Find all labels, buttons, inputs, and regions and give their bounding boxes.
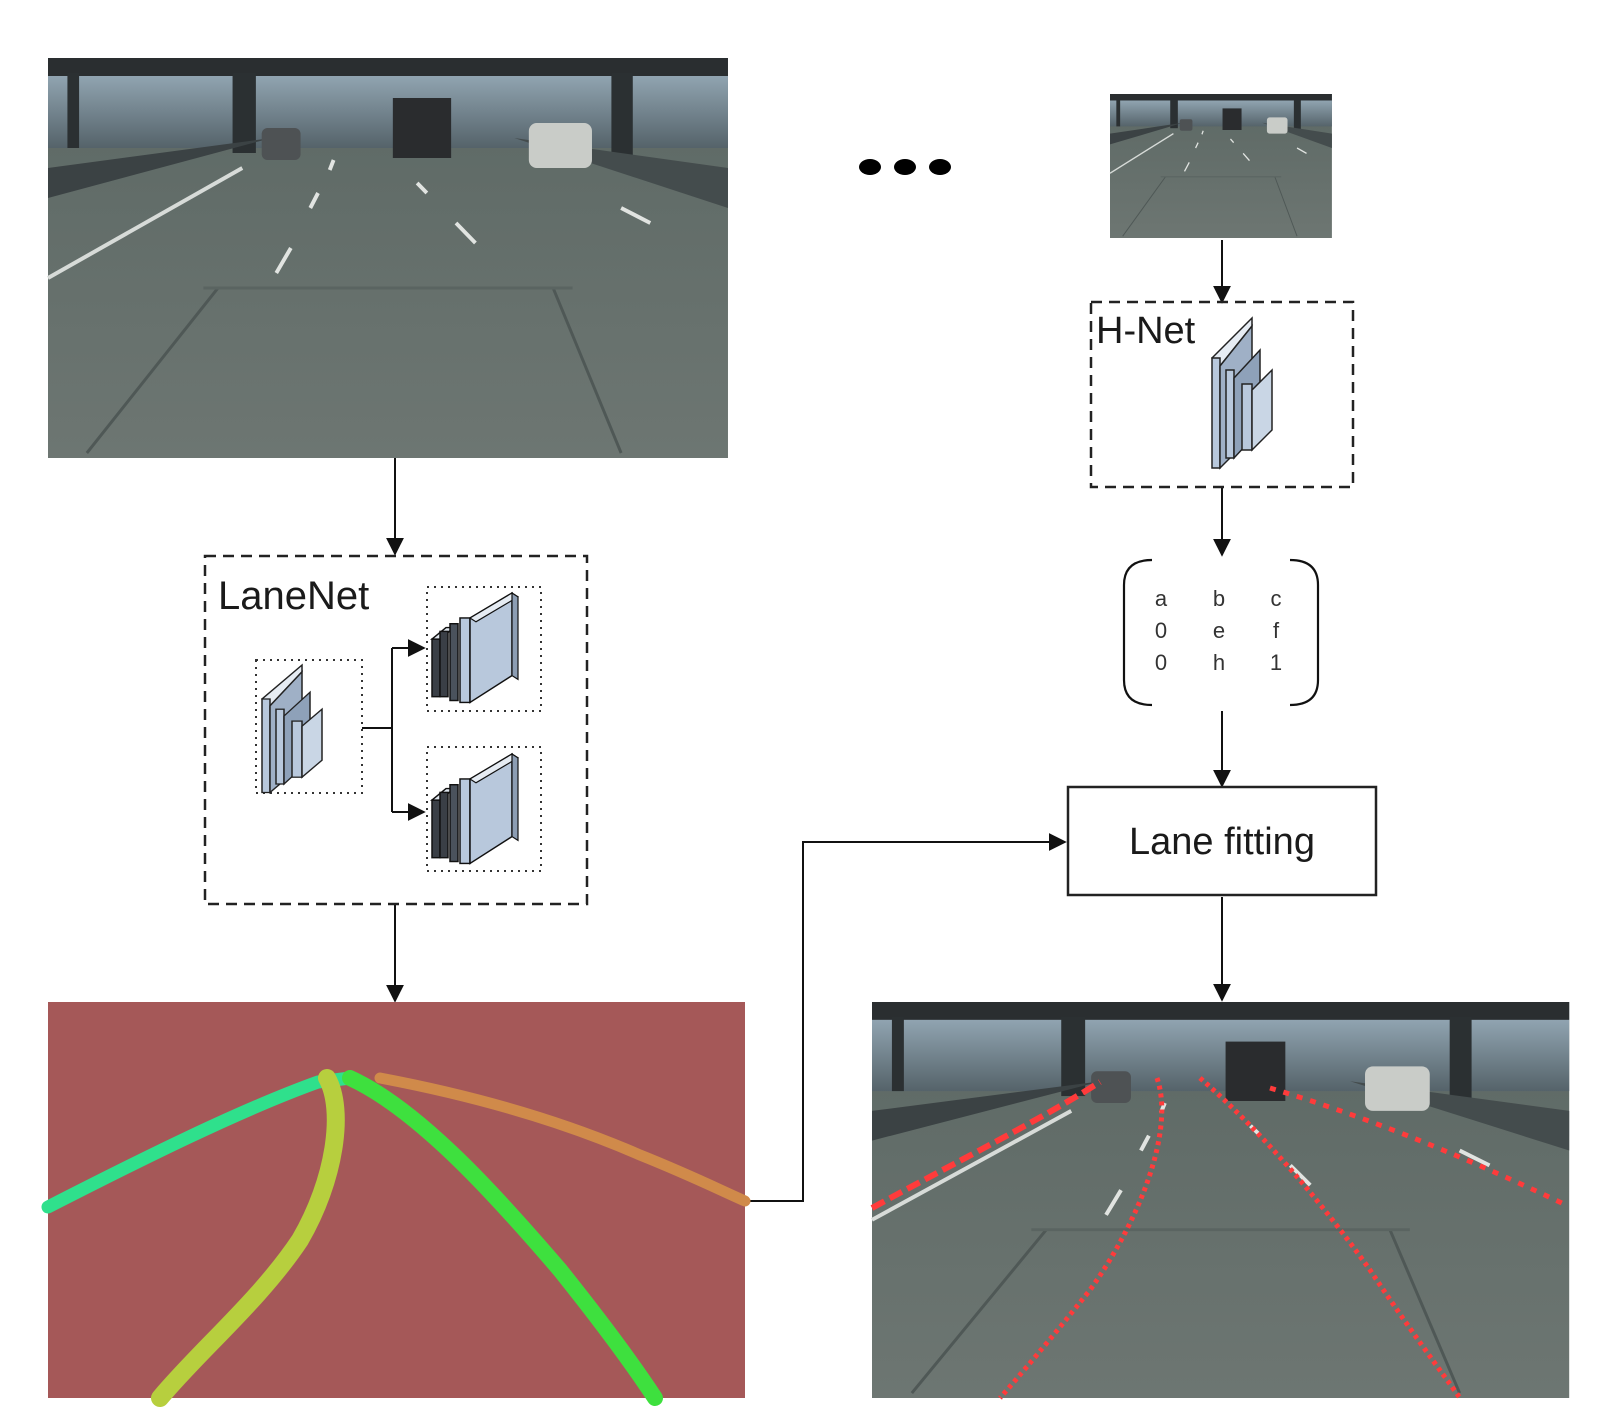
lanenet-module: LaneNet xyxy=(203,554,589,906)
network-layers-icon xyxy=(431,753,519,865)
arrow-icon xyxy=(746,833,1067,1202)
matrix-cell: e xyxy=(1213,618,1225,643)
matrix-cell: 0 xyxy=(1155,650,1167,675)
segmentation-head-box xyxy=(426,586,542,712)
hnet-module: H-Net xyxy=(1089,300,1355,489)
lane-fitting-label: Lane fitting xyxy=(1129,821,1315,863)
matrix-cell: f xyxy=(1273,618,1280,643)
lane-instance xyxy=(41,1071,357,1214)
lane-instance xyxy=(342,1070,663,1406)
lane-instance xyxy=(151,1069,345,1407)
lanenet-label: LaneNet xyxy=(218,574,369,618)
fitted-lanes-output xyxy=(870,1000,1572,1400)
fitted-lane xyxy=(870,1079,1102,1211)
network-layers-icon xyxy=(431,592,519,704)
matrix-cell: 0 xyxy=(1155,618,1167,643)
matrix-cell: c xyxy=(1271,586,1282,611)
matrix-cell: b xyxy=(1213,586,1225,611)
fitted-lane xyxy=(1269,1085,1568,1208)
fitted-lane xyxy=(998,1077,1165,1400)
input-road-image xyxy=(46,56,730,460)
network-layers-icon xyxy=(261,664,323,794)
homography-matrix: a b c 0 e f 0 h 1 xyxy=(1122,558,1320,707)
matrix-cell: h xyxy=(1213,650,1225,675)
matrix-cell: 1 xyxy=(1270,650,1282,675)
matrix-left-bracket xyxy=(1122,558,1153,707)
lane-instance xyxy=(374,1072,751,1207)
lane-segmentation-output xyxy=(41,1002,751,1407)
fitted-lane xyxy=(1198,1076,1463,1400)
branch-connector xyxy=(362,648,393,812)
hnet-input-road-image xyxy=(1109,93,1333,239)
matrix-right-bracket xyxy=(1289,558,1320,707)
network-layers-icon xyxy=(1211,317,1273,469)
continuation-dots-icon xyxy=(859,159,951,175)
lane-fitting-box: Lane fitting xyxy=(1066,785,1378,897)
matrix-cell: a xyxy=(1155,586,1168,611)
hnet-label: H-Net xyxy=(1096,310,1196,352)
embedding-head-box xyxy=(426,746,542,872)
